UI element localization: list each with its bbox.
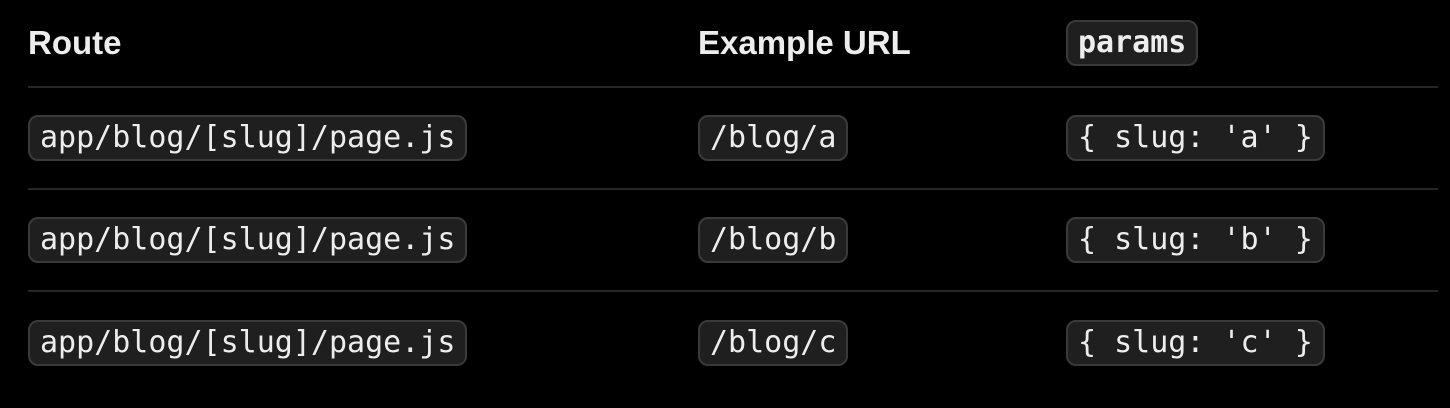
url-code: /blog/a bbox=[698, 115, 849, 161]
header-example-url: Example URL bbox=[698, 24, 911, 61]
table-row: app/blog/[slug]/page.js /blog/c { slug: … bbox=[28, 292, 1438, 394]
route-cell: app/blog/[slug]/page.js bbox=[28, 190, 468, 290]
route-code: app/blog/[slug]/page.js bbox=[28, 320, 468, 366]
params-table: Route Example URL params app/blog/[slug]… bbox=[28, 0, 1438, 394]
table-row: app/blog/[slug]/page.js /blog/b { slug: … bbox=[28, 190, 1438, 292]
url-cell: /blog/a bbox=[698, 88, 849, 188]
route-code: app/blog/[slug]/page.js bbox=[28, 115, 468, 161]
header-route: Route bbox=[28, 24, 122, 61]
url-code: /blog/c bbox=[698, 320, 849, 366]
header-params-code: params bbox=[1066, 20, 1199, 66]
url-cell: /blog/b bbox=[698, 190, 849, 290]
params-cell: { slug: 'b' } bbox=[1066, 190, 1325, 290]
params-cell: { slug: 'a' } bbox=[1066, 88, 1325, 188]
url-code: /blog/b bbox=[698, 217, 849, 263]
params-code: { slug: 'c' } bbox=[1066, 320, 1325, 366]
route-cell: app/blog/[slug]/page.js bbox=[28, 88, 468, 188]
header-params: params bbox=[1066, 0, 1199, 86]
params-cell: { slug: 'c' } bbox=[1066, 292, 1325, 394]
route-code: app/blog/[slug]/page.js bbox=[28, 217, 468, 263]
table-row: app/blog/[slug]/page.js /blog/a { slug: … bbox=[28, 88, 1438, 190]
url-cell: /blog/c bbox=[698, 292, 849, 394]
params-code: { slug: 'b' } bbox=[1066, 217, 1325, 263]
params-code: { slug: 'a' } bbox=[1066, 115, 1325, 161]
table-header-row: Route Example URL params bbox=[28, 0, 1438, 88]
route-cell: app/blog/[slug]/page.js bbox=[28, 292, 468, 394]
